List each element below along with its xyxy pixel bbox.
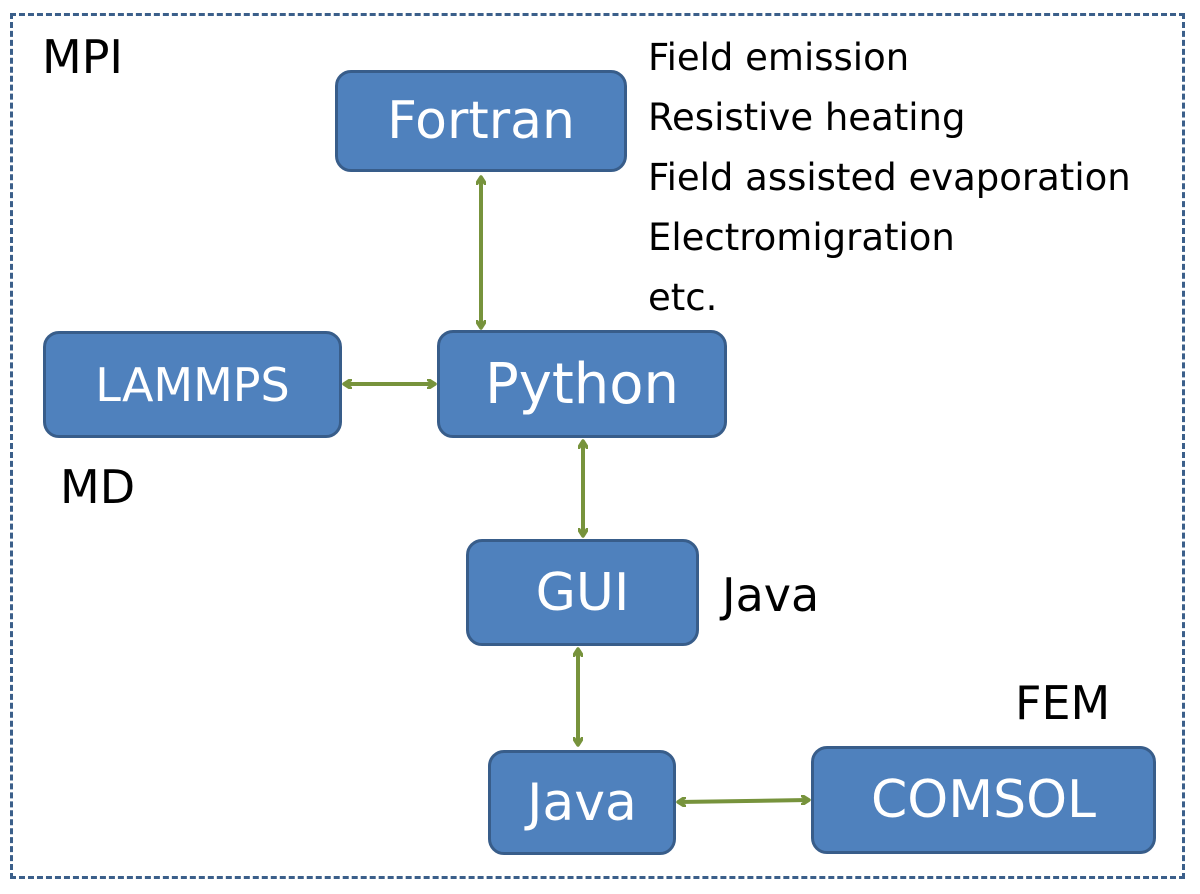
mpi-label: MPI	[42, 30, 123, 84]
comsol-node-label: COMSOL	[870, 770, 1096, 830]
arrow-java-comsol	[679, 800, 808, 802]
note-item: Field emission	[648, 36, 910, 79]
comsol-node[interactable]: COMSOL	[811, 746, 1156, 854]
fortran-notes: Field emission Resistive heating Field a…	[648, 28, 1131, 328]
java-side-label: Java	[722, 568, 820, 622]
lammps-node-label: LAMMPS	[95, 357, 290, 412]
note-item: Resistive heating	[648, 96, 966, 139]
lammps-node[interactable]: LAMMPS	[43, 331, 342, 438]
fem-label: FEM	[1015, 676, 1111, 730]
gui-node-label: GUI	[535, 562, 630, 623]
diagram-frame	[10, 13, 1185, 879]
note-item: Field assisted evaporation	[648, 156, 1131, 199]
python-node-label: Python	[484, 351, 680, 417]
md-label: MD	[60, 460, 136, 514]
gui-node[interactable]: GUI	[466, 539, 699, 646]
python-node[interactable]: Python	[437, 330, 727, 438]
java-node-label: Java	[527, 772, 637, 833]
fortran-node[interactable]: Fortran	[335, 70, 627, 172]
java-node[interactable]: Java	[488, 750, 676, 855]
note-item: Electromigration	[648, 216, 955, 259]
fortran-node-label: Fortran	[387, 91, 575, 151]
note-item: etc.	[648, 276, 718, 319]
